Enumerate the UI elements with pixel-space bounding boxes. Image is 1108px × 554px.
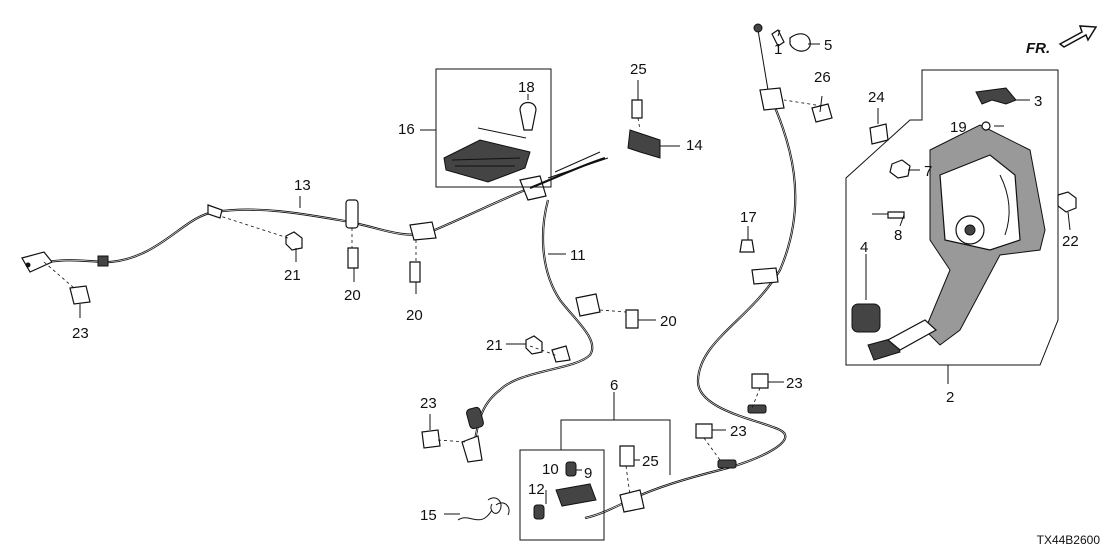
callout-16: 16 [398, 121, 415, 138]
front-cable [584, 23, 797, 520]
callout-22: 22 [1062, 233, 1079, 250]
callout-12: 12 [528, 481, 545, 498]
callout-2: 2 [946, 389, 954, 406]
callout-8: 8 [894, 227, 902, 244]
callout-23-d: 23 [730, 423, 747, 440]
callout-labels: 1 2 3 4 5 6 7 8 9 10 11 12 13 14 15 16 1… [72, 37, 1079, 524]
callout-25-a: 25 [630, 61, 647, 78]
callout-1: 1 [774, 41, 782, 58]
callout-5: 5 [824, 37, 832, 54]
callout-7: 7 [924, 163, 932, 180]
callout-19: 19 [950, 119, 967, 136]
rear-cable-right [461, 199, 601, 463]
callout-20-c: 20 [660, 313, 677, 330]
callout-23-b: 23 [420, 395, 437, 412]
callout-21-a: 21 [284, 267, 301, 284]
callout-23-a: 23 [72, 325, 89, 342]
callout-26: 26 [814, 69, 831, 86]
front-direction-label: FR. [1026, 40, 1050, 57]
callout-21-b: 21 [486, 337, 503, 354]
callout-20-a: 20 [344, 287, 361, 304]
callout-17: 17 [740, 209, 757, 226]
drawing-code: TX44B2600 [1037, 533, 1101, 547]
callout-4: 4 [860, 239, 868, 256]
front-arrow-icon [1058, 25, 1098, 48]
callout-10: 10 [542, 461, 559, 478]
callout-15: 15 [420, 507, 437, 524]
callout-25-b: 25 [642, 453, 659, 470]
callout-18: 18 [518, 79, 535, 96]
callout-23-c: 23 [786, 375, 803, 392]
leader-lines [43, 29, 1071, 515]
callout-9: 9 [584, 465, 592, 482]
callout-11: 11 [570, 247, 586, 264]
callout-6: 6 [610, 377, 618, 394]
rear-cable-left [21, 175, 547, 273]
small-hardware [69, 29, 833, 521]
callout-14: 14 [686, 137, 703, 154]
front-direction-indicator: FR. [1026, 25, 1098, 57]
equalizer-kit-box [519, 419, 671, 541]
callout-20-b: 20 [406, 307, 423, 324]
cable-cover-box [435, 68, 552, 188]
callout-3: 3 [1034, 93, 1042, 110]
cable-front-run [529, 151, 609, 190]
pedal-assembly-box [845, 69, 1077, 366]
callout-24: 24 [868, 89, 885, 106]
callout-13: 13 [294, 177, 311, 194]
